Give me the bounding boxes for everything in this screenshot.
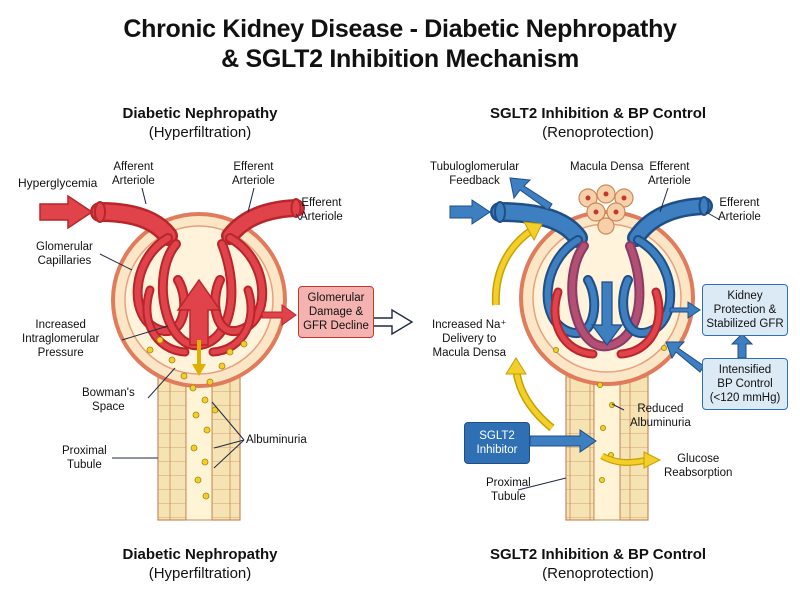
sglt2-blue-arrow xyxy=(529,429,597,453)
damage-arrow xyxy=(261,304,297,326)
macula-densa-label: Macula Densa xyxy=(570,161,644,173)
right-panel-footer: SGLT2 Inhibition & BP Control (Renoprote… xyxy=(448,545,748,583)
glomerular-damage-box: Glomerular Damage & GFR Decline xyxy=(298,286,374,338)
title-line-2: & SGLT2 Inhibition Mechanism xyxy=(221,45,579,73)
bp-to-kidney-arrow xyxy=(730,333,754,359)
title-line-1: Chronic Kidney Disease - Diabetic Nephro… xyxy=(123,15,677,43)
kidney-box-arrow xyxy=(669,301,701,319)
tgf-blue-arrow-in xyxy=(449,199,491,225)
right-panel-heading: SGLT2 Inhibition & BP Control (Renoprote… xyxy=(448,104,748,142)
left-leader-lines xyxy=(99,187,301,469)
right-tubule-wall-right xyxy=(619,371,649,521)
left-tubule-wall-right xyxy=(211,371,241,521)
left-panel-footer: Diabetic Nephropathy (Hyperfiltration) xyxy=(50,545,350,583)
left-footer-subheading: (Hyperfiltration) xyxy=(148,565,252,582)
bp-to-glomerulus-arrow xyxy=(665,341,705,373)
right-nephron xyxy=(490,184,713,521)
reduced-pressure-down-arrow xyxy=(590,281,624,346)
page-title: Chronic Kidney Disease - Diabetic Nephro… xyxy=(0,14,800,74)
right-footer-subheading: (Renoprotection) xyxy=(542,565,654,582)
hyperglycemia-arrow xyxy=(39,194,94,230)
tgf-feedback-arrow xyxy=(509,177,553,211)
right-subheading: (Renoprotection) xyxy=(542,124,654,141)
left-tubule-wall-left xyxy=(157,371,187,521)
albumin-dots xyxy=(146,336,248,500)
left-subheading: (Hyperfiltration) xyxy=(148,124,252,141)
pressure-up-arrow xyxy=(176,278,222,346)
sglt2-inhibitor-box: SGLT2 Inhibitor xyxy=(464,422,530,464)
kidney-protection-box: Kidney Protection & Stabilized GFR xyxy=(702,284,788,336)
bp-control-box: Intensified BP Control (<120 mmHg) xyxy=(702,358,788,410)
left-footer-heading: Diabetic Nephropathy xyxy=(122,546,278,563)
right-glomerular-capillaries xyxy=(542,235,676,359)
na-delivery-yellow-arrow-lower xyxy=(512,367,555,432)
right-footer-heading: SGLT2 Inhibition & BP Control xyxy=(489,546,707,563)
right-heading: SGLT2 Inhibition & BP Control xyxy=(489,105,707,122)
left-heading: Diabetic Nephropathy xyxy=(122,105,278,122)
hyperglycemia-label: Hyperglycemia xyxy=(18,176,98,190)
albuminuria-label: Albuminuria xyxy=(246,434,307,446)
left-nephron xyxy=(90,198,305,521)
right-leader-lines xyxy=(517,187,721,491)
left-panel-heading: Diabetic Nephropathy (Hyperfiltration) xyxy=(50,104,350,142)
